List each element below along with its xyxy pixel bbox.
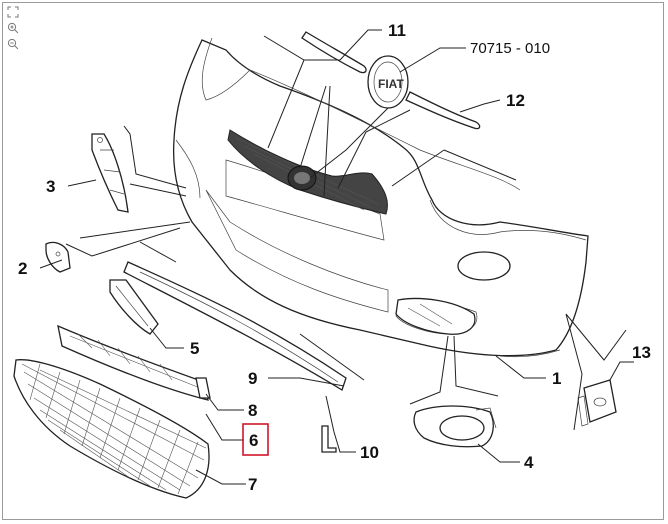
fog-lamp-opening: [395, 297, 476, 335]
svg-text:FIAT: FIAT: [378, 77, 404, 91]
diagram-frame: [2, 2, 664, 520]
retaining-clip-part[interactable]: [195, 377, 211, 399]
lower-trim-strip-part[interactable]: [405, 91, 481, 130]
callout-4[interactable]: 4: [524, 453, 534, 472]
callout-highlight-box: [242, 423, 269, 456]
callout-5[interactable]: 5: [190, 339, 199, 358]
fog-lamp-bezel-part[interactable]: [413, 405, 497, 448]
lower-moulding-part[interactable]: [57, 324, 209, 401]
small-clip-part[interactable]: [45, 241, 71, 273]
callout-9[interactable]: 9: [248, 369, 257, 388]
viewer-toolbar: [6, 5, 22, 53]
tow-hook-cover-part[interactable]: [109, 279, 159, 335]
zoom-in-icon[interactable]: [6, 21, 20, 35]
reference-code-label[interactable]: 70715 - 010: [470, 40, 550, 57]
side-bracket-part[interactable]: [91, 133, 129, 213]
callout-10[interactable]: 10: [360, 443, 379, 462]
callout-3[interactable]: 3: [46, 177, 55, 196]
lower-grille-part[interactable]: [13, 359, 210, 499]
callout-12[interactable]: 12: [506, 91, 525, 110]
emblem-part[interactable]: FIAT: [367, 55, 409, 109]
lower-strip-part[interactable]: [123, 261, 347, 391]
callout-7[interactable]: 7: [248, 475, 257, 494]
callout-6[interactable]: 6: [249, 431, 258, 450]
upper-grille: [227, 129, 388, 215]
callout-2[interactable]: 2: [18, 259, 27, 278]
callout-1[interactable]: 1: [552, 369, 561, 388]
callout-8[interactable]: 8: [248, 401, 257, 420]
callout-13[interactable]: 13: [632, 343, 651, 362]
fastener-part[interactable]: [321, 425, 337, 453]
zoom-out-icon[interactable]: [6, 37, 20, 51]
fit-page-icon[interactable]: [6, 5, 20, 19]
upper-trim-strip-part[interactable]: [301, 31, 367, 74]
callout-11[interactable]: 11: [388, 21, 406, 40]
leader-lines: [39, 29, 634, 485]
plate-bracket-part[interactable]: [577, 379, 617, 427]
